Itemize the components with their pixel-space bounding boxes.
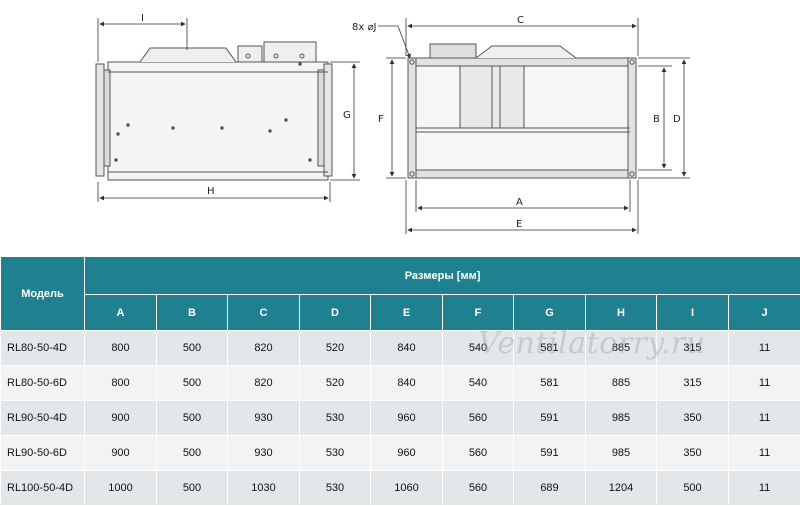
dim-label-holes: 8x ⌀J [352,22,376,33]
col-header-g: G [514,295,586,331]
dim-label-f: F [378,114,384,125]
table-cell: 520 [300,366,371,401]
table-cell: 885 [586,366,657,401]
dimensions-group-header: Размеры [мм] [85,257,800,295]
table-cell: 11 [729,436,800,471]
table-cell: 591 [514,436,586,471]
col-header-d: D [300,295,371,331]
table-cell: 11 [729,471,800,506]
table-cell: 560 [443,436,514,471]
col-header-e: E [371,295,443,331]
model-header: Модель [1,257,85,331]
table-cell: 840 [371,366,443,401]
table-row: RL100-50-4D 1000 500 1030 530 1060 560 6… [1,471,800,506]
model-cell: RL80-50-4D [1,331,85,366]
model-cell: RL90-50-6D [1,436,85,471]
table-row: RL80-50-4D 800 500 820 520 840 540 581 8… [1,331,800,366]
table-cell: 689 [514,471,586,506]
dimensions-table: Модель Размеры [мм] A B C D E F G H I J … [0,256,800,506]
dim-label-b: B [653,114,660,125]
table-cell: 540 [443,366,514,401]
table-cell: 960 [371,436,443,471]
table-cell: 930 [228,436,300,471]
table-cell: 520 [300,331,371,366]
table-cell: 500 [657,471,729,506]
table-cell: 930 [228,401,300,436]
table-cell: 11 [729,331,800,366]
table-cell: 985 [586,401,657,436]
table-cell: 1000 [85,471,157,506]
table-cell: 500 [157,366,228,401]
col-header-i: I [657,295,729,331]
table-cell: 11 [729,366,800,401]
col-header-a: A [85,295,157,331]
table-cell: 11 [729,401,800,436]
col-header-c: C [228,295,300,331]
table-cell: 315 [657,331,729,366]
table-cell: 530 [300,471,371,506]
table-cell: 315 [657,366,729,401]
table-cell: 800 [85,331,157,366]
table-cell: 960 [371,401,443,436]
dim-label-g: G [343,110,351,121]
dim-label-a: A [516,197,523,208]
table-cell: 820 [228,331,300,366]
dim-label-i: I [141,13,144,24]
dim-label-d: D [673,114,681,125]
table-cell: 820 [228,366,300,401]
dim-label-c: C [517,15,524,26]
table-cell: 800 [85,366,157,401]
table-row: RL90-50-4D 900 500 930 530 960 560 591 9… [1,401,800,436]
table-cell: 500 [157,401,228,436]
model-cell: RL90-50-4D [1,401,85,436]
col-header-h: H [586,295,657,331]
table-cell: 500 [157,471,228,506]
dim-label-e: E [516,219,522,230]
table-cell: 530 [300,436,371,471]
table-row: RL80-50-6D 800 500 820 520 840 540 581 8… [1,366,800,401]
col-header-f: F [443,295,514,331]
table-cell: 1060 [371,471,443,506]
table-cell: 560 [443,471,514,506]
table-cell: 1204 [586,471,657,506]
table-row: RL90-50-6D 900 500 930 530 960 560 591 9… [1,436,800,471]
col-header-b: B [157,295,228,331]
front-view [408,44,636,178]
table-cell: 985 [586,436,657,471]
model-cell: RL80-50-6D [1,366,85,401]
table-cell: 500 [157,436,228,471]
table-cell: 530 [300,401,371,436]
table-cell: 540 [443,331,514,366]
table-cell: 350 [657,401,729,436]
side-view [96,42,332,180]
table-cell: 840 [371,331,443,366]
table-cell: 581 [514,331,586,366]
col-header-j: J [729,295,800,331]
table-cell: 885 [586,331,657,366]
table-cell: 560 [443,401,514,436]
table-cell: 581 [514,366,586,401]
table-cell: 591 [514,401,586,436]
table-cell: 900 [85,436,157,471]
table-cell: 350 [657,436,729,471]
dim-label-h: H [207,186,215,197]
table-cell: 500 [157,331,228,366]
table-cell: 1030 [228,471,300,506]
table-cell: 900 [85,401,157,436]
model-cell: RL100-50-4D [1,471,85,506]
technical-drawing: I G H [0,0,800,255]
